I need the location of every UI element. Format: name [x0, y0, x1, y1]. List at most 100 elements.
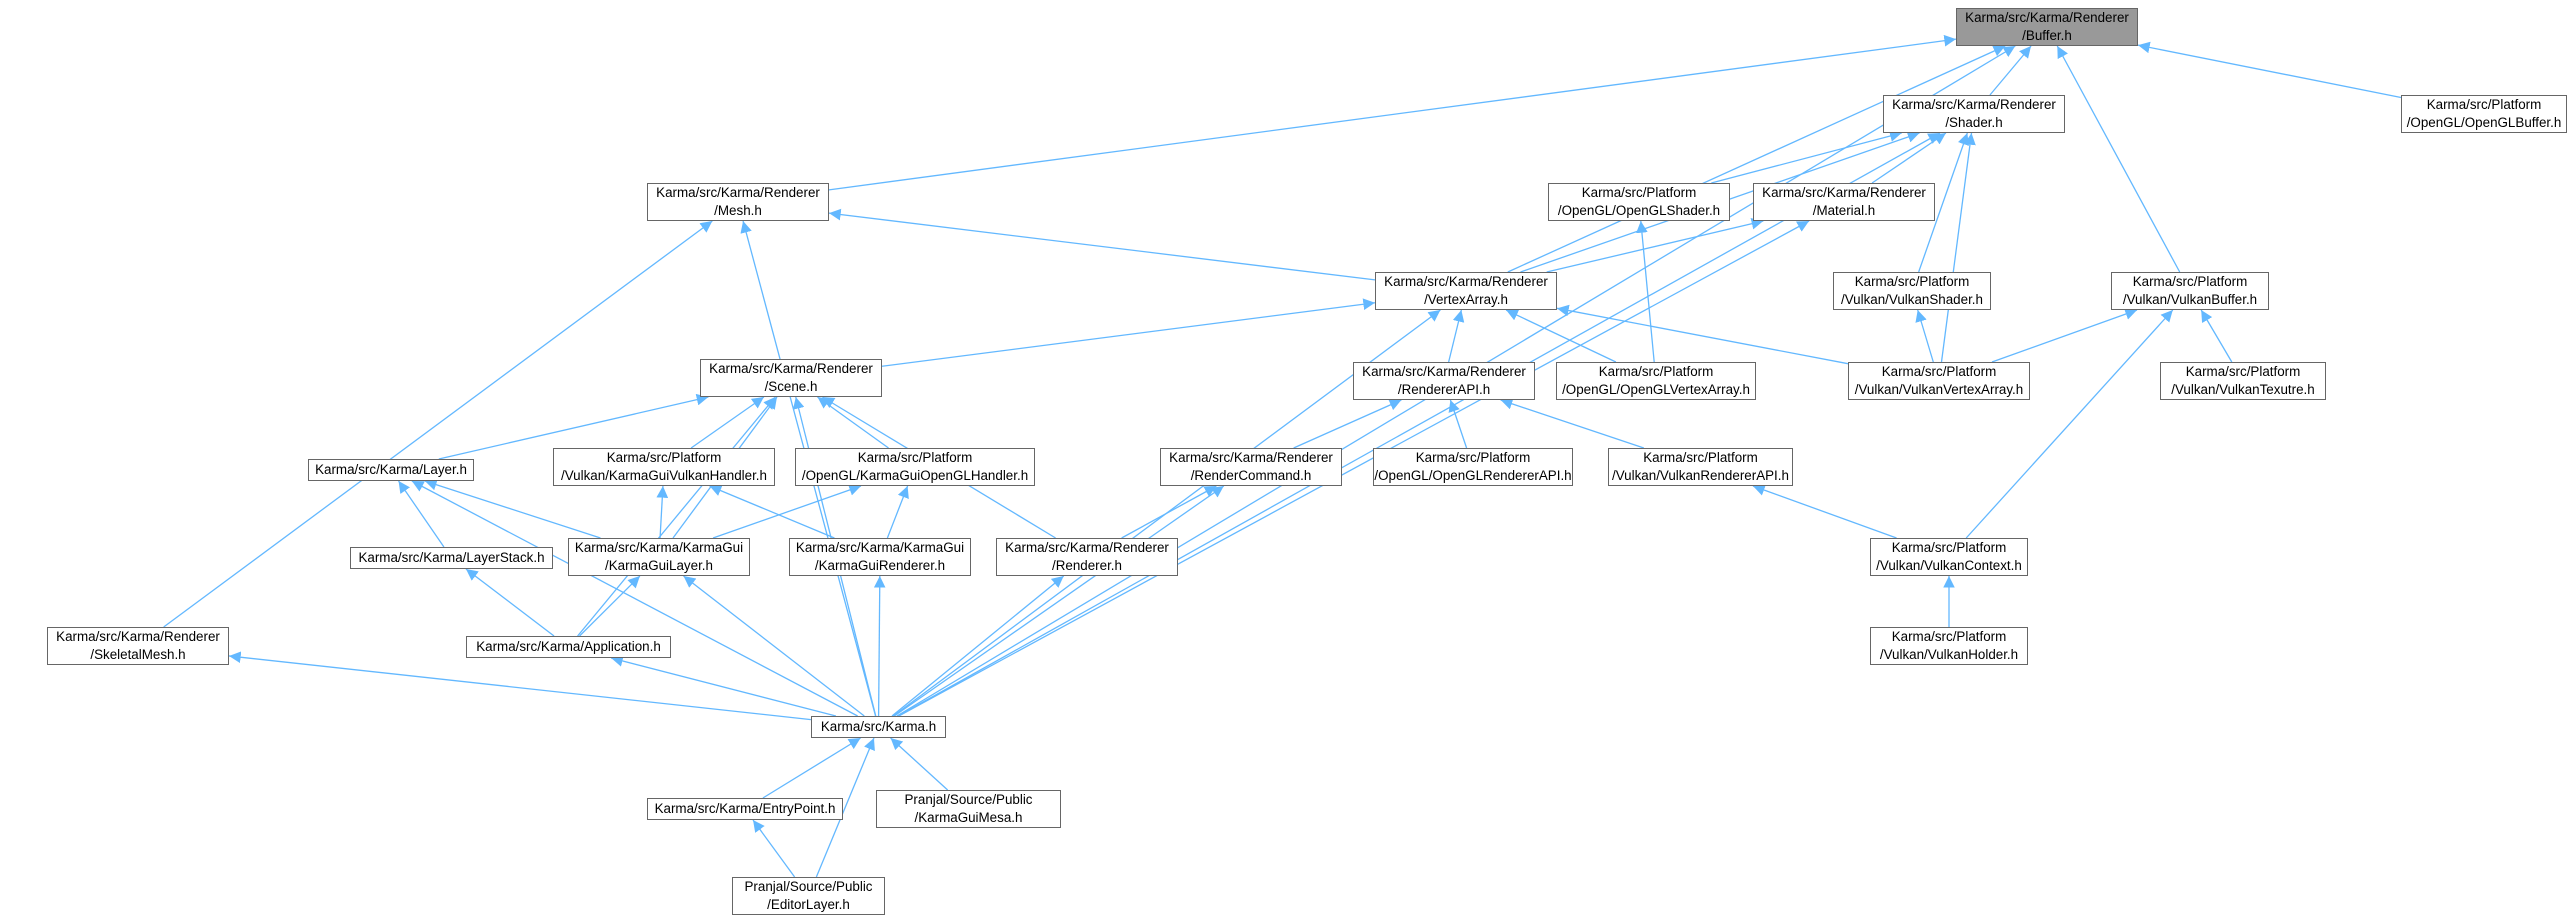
node-label-line: /Vulkan/VulkanHolder.h [1879, 647, 2019, 662]
edge-karma-includes-skeletalmesh [228, 651, 812, 721]
node-label-line: Pranjal/Source/Public [744, 879, 873, 894]
edge-vkvertexarray-includes-vkbuffer [1991, 308, 2138, 363]
node-renderer-api[interactable]: Karma/src/Karma/Renderer/RendererAPI.h [1353, 362, 1535, 400]
edge-rendererapi-includes-vertexarray [1448, 309, 1465, 363]
node-label-line: Karma/src/Karma/Renderer [656, 185, 820, 200]
edge-renderer-includes-rendercommand [1121, 485, 1217, 539]
node-gui-layer[interactable]: Karma/src/Karma/KarmaGui/KarmaGuiLayer.h [568, 538, 750, 576]
node-skeletal-mesh[interactable]: Karma/src/Karma/Renderer/SkeletalMesh.h [47, 627, 229, 665]
edge-vertexarray-includes-mesh [828, 208, 1376, 281]
node-vulkan-vertex-array[interactable]: Karma/src/Platform/Vulkan/VulkanVertexAr… [1848, 362, 2030, 400]
node-opengl-renderer-api[interactable]: Karma/src/Platform/OpenGL/OpenGLRenderer… [1373, 448, 1573, 486]
node-layer[interactable]: Karma/src/Karma/Layer.h [308, 459, 474, 481]
node-gui-renderer[interactable]: Karma/src/Karma/KarmaGui/KarmaGuiRendere… [789, 538, 971, 576]
node-renderer[interactable]: Karma/src/Karma/Renderer/Renderer.h [996, 538, 1178, 576]
edge-scene-includes-vertexarray [881, 298, 1376, 367]
node-gui-mesa[interactable]: Pranjal/Source/Public/KarmaGuiMesa.h [876, 790, 1061, 828]
node-vulkan-texture[interactable]: Karma/src/Platform/Vulkan/VulkanTexutre.… [2160, 362, 2326, 400]
node-vulkan-buffer[interactable]: Karma/src/Platform/Vulkan/VulkanBuffer.h [2111, 272, 2269, 310]
node-label-line: /EditorLayer.h [767, 897, 850, 912]
edge-skeletalmesh-includes-mesh [163, 220, 713, 628]
node-label-line: /KarmaGuiRenderer.h [814, 558, 946, 573]
edge-karma-includes-guirenderer [873, 575, 886, 717]
node-shader[interactable]: Karma/src/Karma/Renderer/Shader.h [1883, 95, 2065, 133]
node-editor-layer[interactable]: Pranjal/Source/Public/EditorLayer.h [732, 877, 885, 915]
node-label-line: /Vulkan/KarmaGuiVulkanHandler.h [561, 468, 767, 483]
edge-application-includes-layerstack [465, 568, 555, 637]
node-label-line: /Vulkan/VulkanRendererAPI.h [1612, 468, 1789, 483]
edge-oglguihandler-includes-scene [817, 396, 889, 449]
node-label-line: /Vulkan/VulkanContext.h [1876, 558, 2022, 573]
node-label-line: Karma/src/Karma/Renderer [1005, 540, 1169, 555]
node-label-line: Karma/src/Karma/Renderer [1892, 97, 2056, 112]
edge-karma-includes-guilayer [683, 575, 865, 717]
node-opengl-buffer[interactable]: Karma/src/Platform/OpenGL/OpenGLBuffer.h [2401, 95, 2567, 133]
edge-application-includes-scene [577, 396, 776, 637]
node-label-line: /Buffer.h [2022, 28, 2072, 43]
node-label-line: /Vulkan/VulkanTexutre.h [2171, 382, 2315, 397]
edge-vkbuffer-includes-buffer [2056, 45, 2181, 273]
edge-oglrendererapi-includes-rendererapi [1448, 399, 1468, 449]
edge-guirenderer-includes-vkguihandler [709, 485, 835, 539]
edge-guilayer-includes-layer [424, 479, 601, 539]
node-vulkan-holder[interactable]: Karma/src/Platform/Vulkan/VulkanHolder.h [1870, 627, 2028, 665]
edge-vkcontext-includes-vkbuffer [1965, 309, 2174, 539]
node-label-line: Karma/src/Platform [1598, 364, 1714, 379]
node-label-line: /Renderer.h [1052, 558, 1122, 573]
node-vulkan-context[interactable]: Karma/src/Platform/Vulkan/VulkanContext.… [1870, 538, 2028, 576]
node-opengl-shader[interactable]: Karma/src/Platform/OpenGL/OpenGLShader.h [1548, 183, 1730, 221]
node-label-line: /OpenGL/OpenGLShader.h [1557, 203, 1721, 218]
edge-layer-includes-scene [438, 393, 709, 460]
node-label-line: Karma/src/Platform [1581, 185, 1697, 200]
edge-material-includes-shader [1871, 132, 1947, 184]
node-buffer[interactable]: Karma/src/Karma/Renderer/Buffer.h [1956, 8, 2138, 46]
node-mesh[interactable]: Karma/src/Karma/Renderer/Mesh.h [647, 183, 829, 221]
node-label-line: Karma/src/Platform [1854, 274, 1970, 289]
node-layer-stack[interactable]: Karma/src/Karma/LayerStack.h [350, 547, 553, 569]
node-label-line: /Scene.h [764, 379, 818, 394]
edge-oglvertexarray-includes-oglshader [1636, 220, 1655, 363]
edge-mesh-includes-buffer [828, 34, 1957, 191]
node-label-line: /RendererAPI.h [1397, 382, 1491, 397]
node-label-line: /SkeletalMesh.h [90, 647, 186, 662]
edge-vkvertexarray-includes-vertexarray [1556, 304, 1849, 365]
node-label-line: Karma/src/Platform [1881, 364, 1997, 379]
edge-vertexarray-includes-buffer [1507, 45, 2006, 273]
node-vulkan-shader[interactable]: Karma/src/Platform/Vulkan/VulkanShader.h [1833, 272, 1991, 310]
node-vulkan-renderer-api[interactable]: Karma/src/Platform/Vulkan/VulkanRenderer… [1608, 448, 1793, 486]
node-label-line: Karma/src/Karma/Renderer [56, 629, 220, 644]
edge-karma-includes-material [898, 220, 1810, 717]
node-karma[interactable]: Karma/src/Karma.h [811, 716, 946, 738]
node-vulkan-gui-handler[interactable]: Karma/src/Platform/Vulkan/KarmaGuiVulkan… [553, 448, 775, 486]
edge-vkrendererapi-includes-rendererapi [1500, 398, 1645, 449]
edge-karma-includes-rendercommand [893, 485, 1225, 717]
node-label-line: /OpenGL/OpenGLBuffer.h [2406, 115, 2562, 130]
node-opengl-vertex-array[interactable]: Karma/src/Platform/OpenGL/OpenGLVertexAr… [1556, 362, 1756, 400]
node-scene[interactable]: Karma/src/Karma/Renderer/Scene.h [700, 359, 882, 397]
node-label-line: Karma/src/Platform [2185, 364, 2301, 379]
edge-karma-includes-layer [411, 480, 858, 717]
edge-rendercommand-includes-rendererapi [1293, 399, 1402, 449]
node-label-line: /OpenGL/OpenGLVertexArray.h [1562, 382, 1750, 397]
node-label-line: /Shader.h [1945, 115, 2003, 130]
node-label-line: Karma/src/Karma/Layer.h [315, 462, 467, 477]
node-label-line: /Vulkan/VulkanVertexArray.h [1854, 382, 2024, 397]
node-entry-point[interactable]: Karma/src/Karma/EntryPoint.h [647, 798, 843, 820]
node-label-line: Pranjal/Source/Public [904, 792, 1033, 807]
edge-vkshader-includes-shader [1918, 132, 1969, 273]
node-label-line: Karma/src/Karma/Renderer [1362, 364, 1526, 379]
node-render-command[interactable]: Karma/src/Karma/Renderer/RenderCommand.h [1160, 448, 1342, 486]
edge-vkvertexarray-includes-shader [1940, 132, 1976, 363]
node-label-line: Karma/src/Platform [1891, 629, 2007, 644]
edge-oglbuffer-includes-buffer [2137, 41, 2402, 99]
node-label-line: Karma/src/Platform [857, 450, 973, 465]
edge-guirenderer-includes-oglguihandler [886, 485, 909, 539]
edge-karma-includes-application [610, 655, 837, 717]
node-application[interactable]: Karma/src/Karma/Application.h [466, 636, 671, 658]
node-material[interactable]: Karma/src/Karma/Renderer/Material.h [1753, 183, 1935, 221]
edge-karma-includes-shader [897, 132, 1941, 717]
edge-application-includes-guilayer [579, 575, 641, 637]
edge-vkguihandler-includes-scene [690, 396, 765, 449]
node-vertex-array[interactable]: Karma/src/Karma/Renderer/VertexArray.h [1375, 272, 1557, 310]
node-opengl-gui-handler[interactable]: Karma/src/Platform/OpenGL/KarmaGuiOpenGL… [795, 448, 1035, 486]
